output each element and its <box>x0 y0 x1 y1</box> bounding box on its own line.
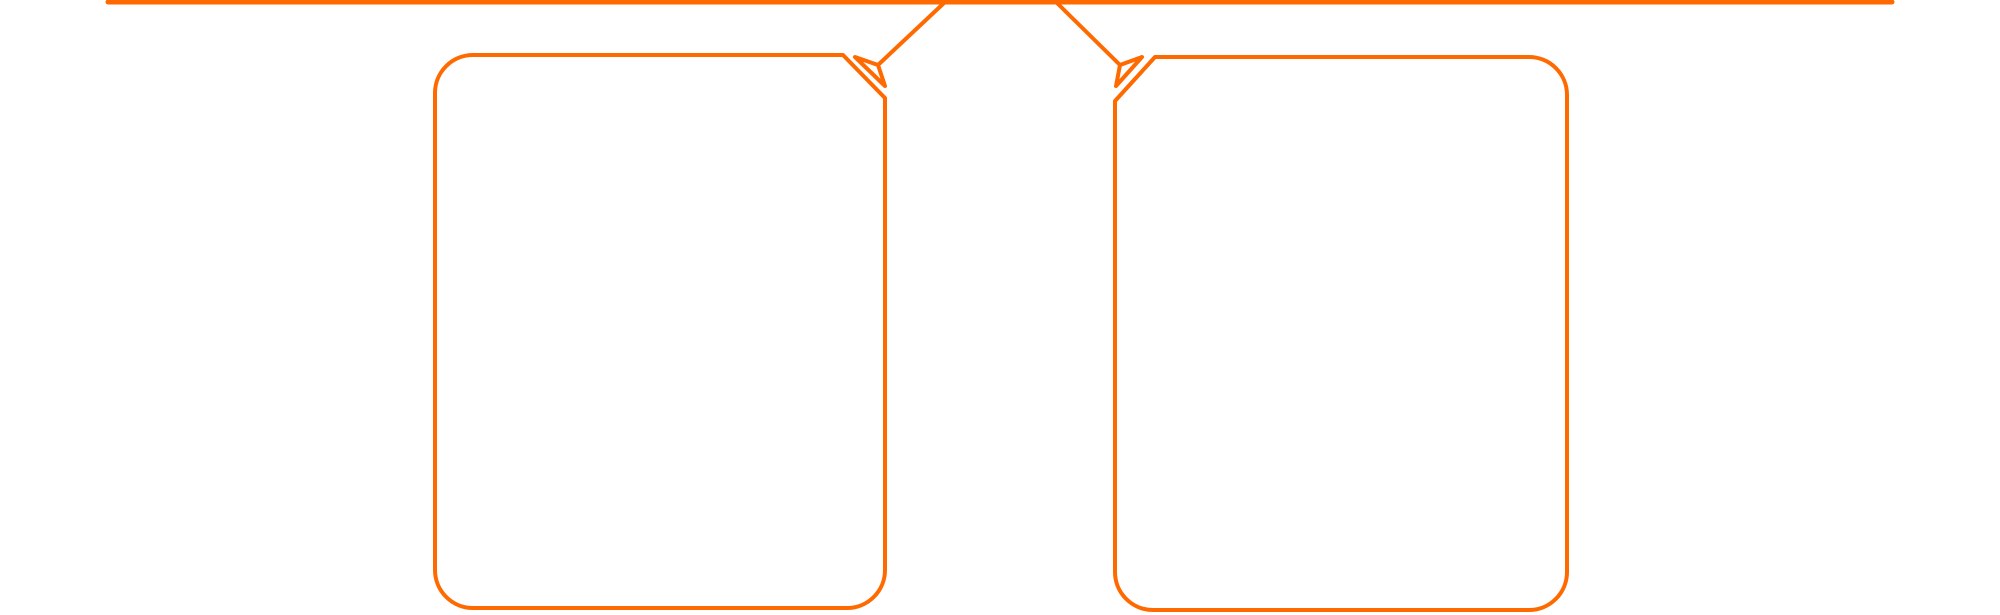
left-connector-line <box>876 1 946 67</box>
right-box <box>1113 55 1569 612</box>
left-arrowhead-icon <box>853 55 887 88</box>
right-arrowhead-icon <box>1114 55 1144 88</box>
left-box <box>433 53 887 610</box>
right-connector-line <box>1055 1 1122 67</box>
